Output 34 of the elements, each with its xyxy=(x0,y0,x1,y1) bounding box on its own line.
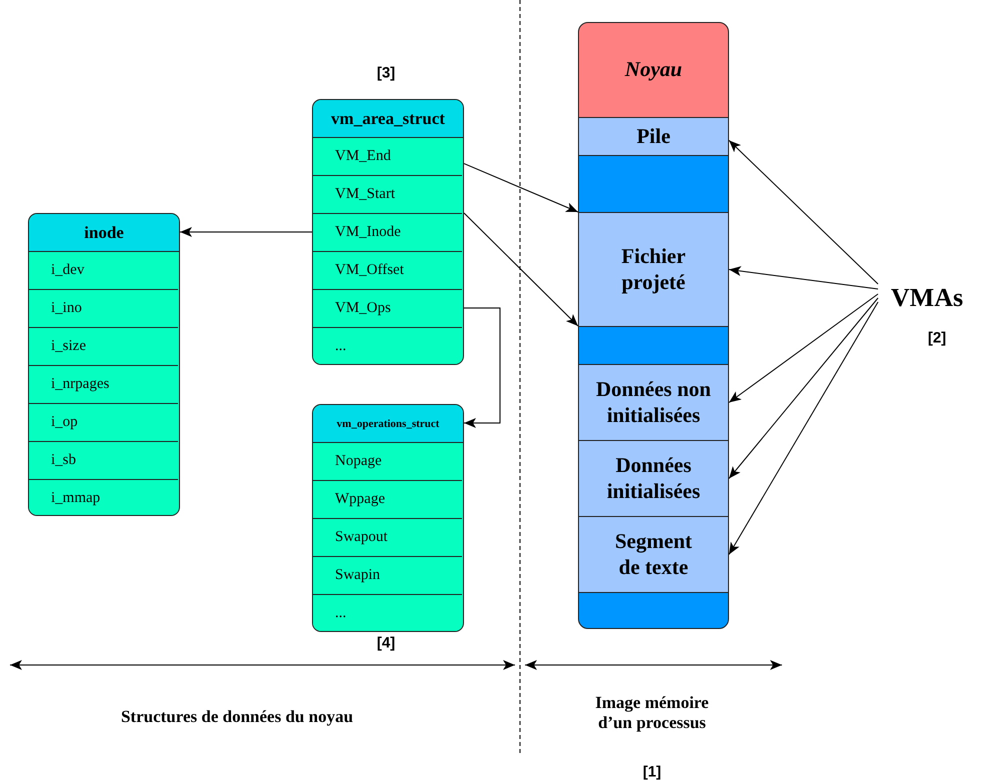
memory-segment: Données initialisées xyxy=(578,440,729,517)
struct-field: ... xyxy=(313,326,462,364)
memory-region xyxy=(578,592,729,629)
reference-number: [3] xyxy=(376,64,396,82)
arrow xyxy=(180,227,312,237)
memory-segment: Fichier projeté xyxy=(578,212,729,327)
arrow xyxy=(728,302,878,555)
arrow xyxy=(464,163,578,212)
memory-segment: Noyau xyxy=(578,22,729,118)
arrow xyxy=(464,308,500,428)
arrow xyxy=(728,266,878,290)
section-caption: Structures de données du noyau xyxy=(120,707,354,727)
reference-number: [1] xyxy=(642,764,662,780)
callout-text: VMAs xyxy=(872,280,982,316)
memory-region xyxy=(578,155,729,213)
arrow xyxy=(464,212,578,326)
memory-segment: Données non initialisées xyxy=(578,364,729,441)
table-header: vm_operations_struct xyxy=(313,405,463,443)
struct-table xyxy=(28,213,180,516)
memory-segment: Segment de texte xyxy=(578,516,729,593)
table-header: vm_area_struct xyxy=(313,100,463,138)
struct-field: i_mmap xyxy=(29,478,178,515)
memory-segment: Pile xyxy=(578,117,729,156)
reference-number: [2] xyxy=(928,330,946,346)
struct-field: ... xyxy=(313,594,462,631)
table-header: inode xyxy=(29,214,179,252)
section-caption: Image mémoire d’un processus xyxy=(594,693,710,733)
arrow xyxy=(728,294,878,403)
arrow xyxy=(728,140,878,284)
struct-table xyxy=(312,99,464,365)
memory-region xyxy=(578,326,729,365)
reference-number: [4] xyxy=(376,634,396,652)
arrow xyxy=(728,298,878,479)
struct-table xyxy=(312,404,464,632)
